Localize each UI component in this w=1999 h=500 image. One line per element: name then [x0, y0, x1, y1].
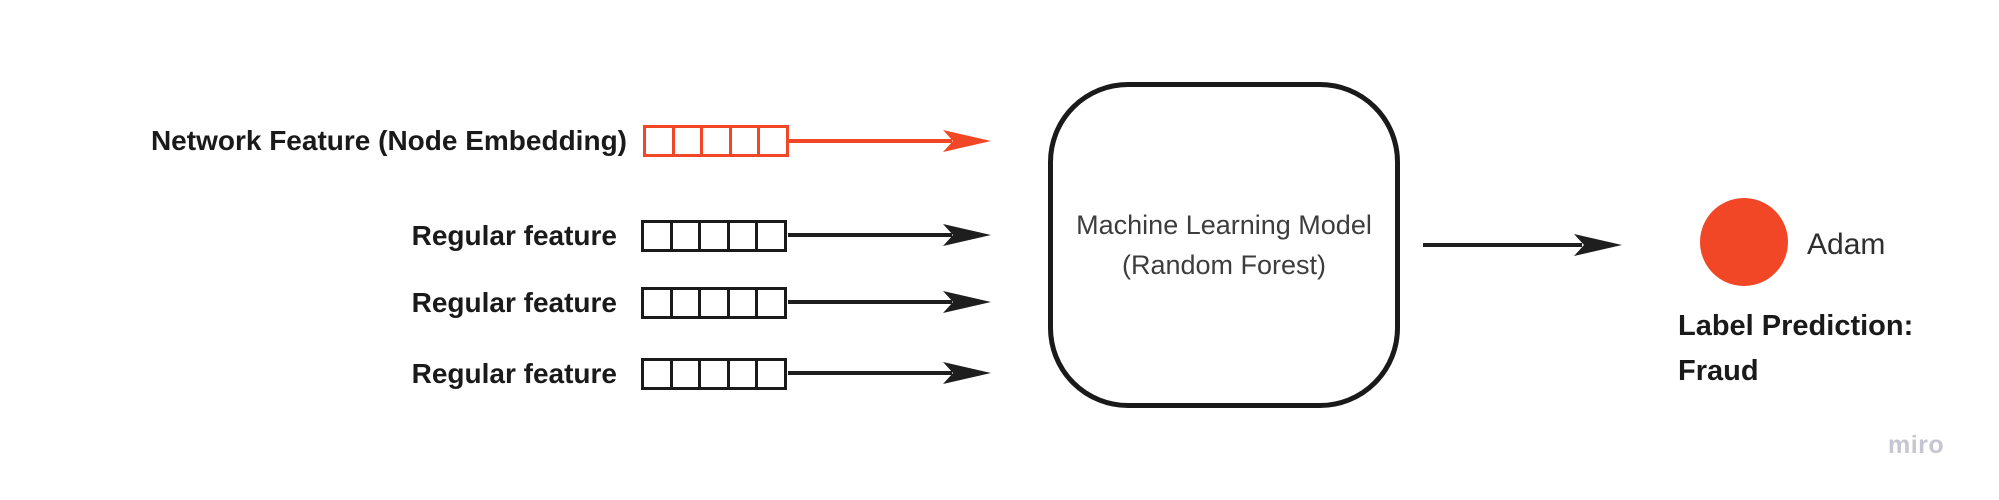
vector-cell: [758, 290, 784, 316]
regular-feature-vector-2: [641, 287, 787, 319]
network-feature-arrow-icon: [788, 130, 991, 152]
vector-cell: [732, 128, 761, 154]
vector-cell: [675, 128, 704, 154]
regular-feature-arrow-icon-1: [788, 224, 991, 246]
vector-cell: [758, 223, 784, 249]
regular-feature-label-2: Regular feature: [411, 287, 617, 318]
model-box: Machine Learning Model (Random Forest): [1048, 82, 1400, 408]
vector-cell: [673, 223, 702, 249]
vector-cell: [758, 361, 784, 387]
regular-feature-vector-1: [641, 220, 787, 252]
vector-cell: [646, 128, 675, 154]
regular-feature-label-1: Regular feature: [411, 220, 617, 251]
prediction-title: Label Prediction:: [1678, 310, 1914, 342]
vector-cell: [730, 290, 759, 316]
prediction-value: Fraud: [1678, 355, 1759, 387]
node-name-label: Adam: [1807, 228, 1886, 261]
vector-cell: [730, 361, 759, 387]
vector-cell: [644, 361, 673, 387]
model-label-line1: Machine Learning Model: [1076, 210, 1372, 240]
prediction-label: Label Prediction: Fraud: [1678, 304, 1913, 394]
regular-feature-arrow-icon-2: [788, 291, 991, 313]
fraud-node-circle: [1700, 198, 1788, 286]
vector-cell: [644, 223, 673, 249]
regular-feature-arrow-icon-3: [788, 362, 991, 384]
regular-feature-label-3: Regular feature: [411, 358, 617, 389]
vector-cell: [701, 361, 730, 387]
vector-cell: [703, 128, 732, 154]
regular-feature-vector-3: [641, 358, 787, 390]
network-feature-label: Network Feature (Node Embedding): [150, 125, 627, 156]
vector-cell: [701, 223, 730, 249]
model-label-line2: (Random Forest): [1121, 250, 1327, 280]
network-feature-vector: [643, 125, 789, 157]
model-output-arrow-icon: [1423, 234, 1622, 256]
model-label: Machine Learning Model (Random Forest): [1076, 205, 1372, 285]
vector-cell: [701, 290, 730, 316]
vector-cell: [644, 290, 673, 316]
vector-cell: [673, 361, 702, 387]
vector-cell: [760, 128, 786, 154]
vector-cell: [730, 223, 759, 249]
miro-watermark: miro: [1888, 431, 1945, 459]
vector-cell: [673, 290, 702, 316]
